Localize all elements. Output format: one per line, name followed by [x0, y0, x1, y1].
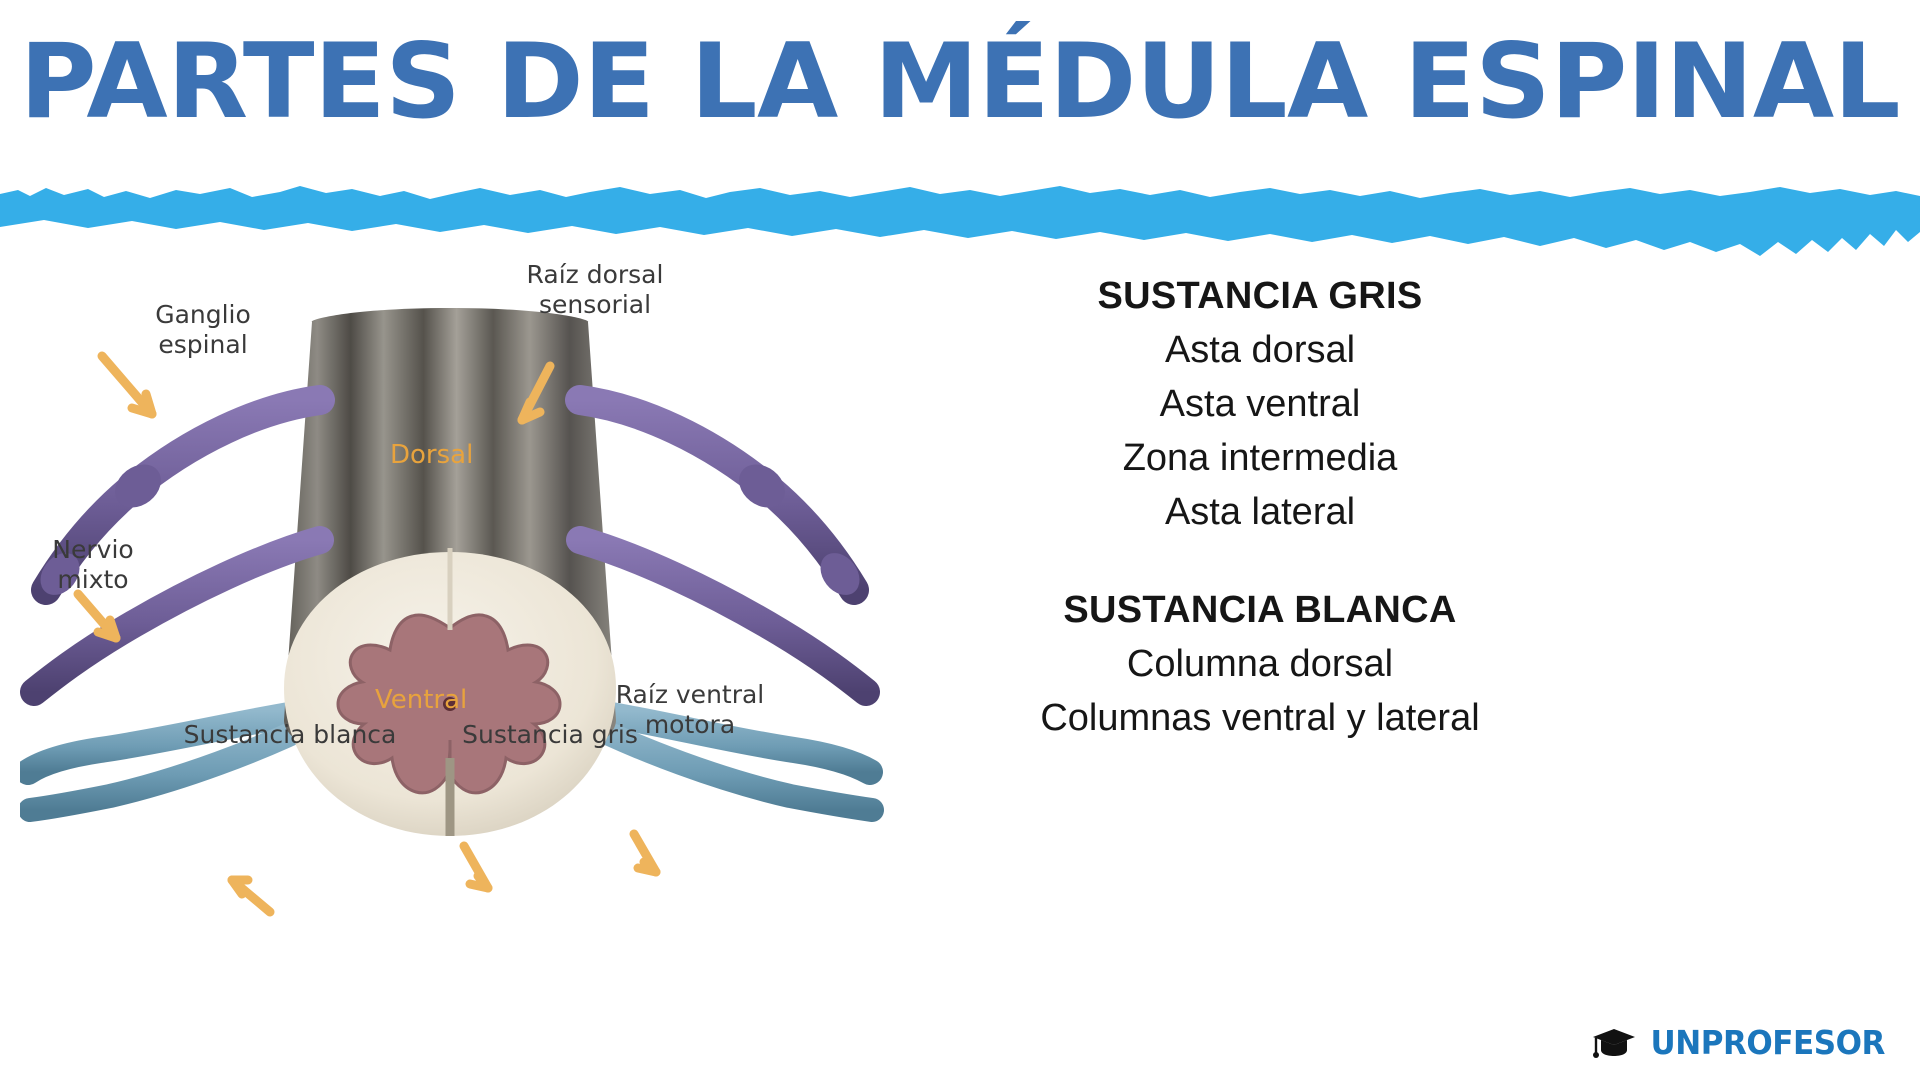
list-item-asta-ventral: Asta ventral: [1159, 382, 1361, 425]
label-sustancia-gris: Sustancia gris: [462, 720, 638, 749]
section-sustancia-blanca: SUSTANCIA BLANCA Columna dorsal Columnas…: [880, 584, 1640, 746]
graduation-cap-icon: [1592, 1028, 1635, 1058]
section-sustancia-gris: SUSTANCIA GRIS Asta dorsal Asta ventral …: [880, 270, 1640, 540]
title-bar: PARTES DE LA MÉDULA ESPINAL: [0, 0, 1920, 165]
pointer-arrows: [73, 351, 661, 917]
list-item-asta-lateral: Asta lateral: [1164, 490, 1356, 533]
dorsal-roots: [20, 385, 880, 706]
label-nervio-mixto: Nervio mixto: [52, 535, 134, 594]
divider-shape: [0, 186, 1920, 256]
section-spacer: [880, 540, 1640, 584]
list-item-columna-dorsal: Columna dorsal: [1126, 642, 1394, 685]
unprofesor-logo[interactable]: UNPROFESOR: [1592, 1023, 1892, 1062]
page-title: PARTES DE LA MÉDULA ESPINAL: [19, 22, 1901, 142]
spinal-cord-diagram: Ganglio espinal Raíz dorsal sensorial Ne…: [20, 260, 920, 960]
spinal-ganglion-right: [739, 464, 785, 508]
section-heading-white-matter: SUSTANCIA BLANCA: [1063, 588, 1457, 631]
ventral-median-fissure: [445, 758, 455, 836]
label-raiz-ventral-motora: Raíz ventral motora: [615, 680, 765, 739]
section-heading-gray-matter: SUSTANCIA GRIS: [1097, 275, 1423, 317]
spinal-ganglion-left: [115, 464, 161, 508]
list-item-zona-intermedia: Zona intermedia: [1122, 436, 1398, 479]
list-item-asta-dorsal: Asta dorsal: [1164, 328, 1356, 371]
ventral-roots: [20, 697, 884, 822]
label-sustancia-blanca: Sustancia blanca: [183, 720, 397, 749]
central-canal: [443, 697, 457, 711]
label-dorsal: Dorsal: [390, 440, 474, 470]
content-list: SUSTANCIA GRIS Asta dorsal Asta ventral …: [880, 270, 1640, 746]
label-ventral: Ventral: [375, 685, 468, 715]
label-ganglio-espinal: Ganglio espinal: [155, 300, 251, 359]
list-item-columnas-ventral-lateral: Columnas ventral y lateral: [1040, 696, 1480, 739]
brush-stroke-divider: [0, 180, 1920, 258]
label-raiz-dorsal-sensorial: Raíz dorsal sensorial: [526, 260, 664, 319]
spinal-cord-illustration: [20, 308, 884, 917]
logo-text: UNPROFESOR: [1650, 1023, 1885, 1062]
